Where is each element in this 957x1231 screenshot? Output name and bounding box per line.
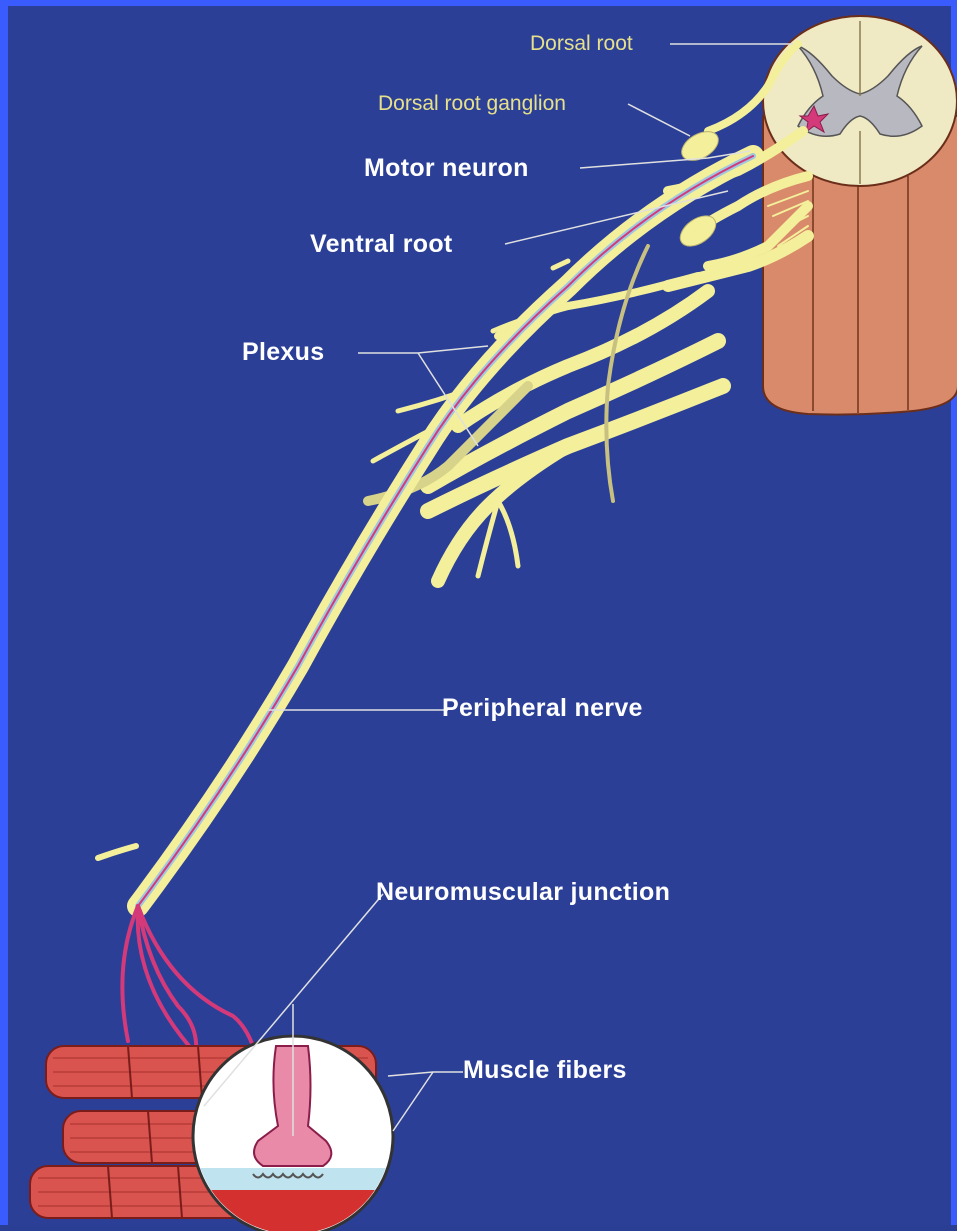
- label-ventral-root: Ventral root: [310, 230, 453, 259]
- nervous-system-illustration: [8, 6, 957, 1231]
- label-motor-neuron: Motor neuron: [364, 154, 529, 183]
- label-muscle-fibers: Muscle fibers: [463, 1056, 627, 1085]
- label-peripheral-nerve: Peripheral nerve: [442, 694, 643, 723]
- label-dorsal-root-ganglion: Dorsal root ganglion: [378, 92, 566, 116]
- label-neuromuscular-junction: Neuromuscular junction: [376, 878, 670, 907]
- nerve-roots: [368, 44, 808, 581]
- peripheral-nerve: [98, 156, 753, 906]
- label-plexus: Plexus: [242, 338, 324, 367]
- leader-lines: [204, 44, 793, 1136]
- label-dorsal-root: Dorsal root: [530, 32, 633, 56]
